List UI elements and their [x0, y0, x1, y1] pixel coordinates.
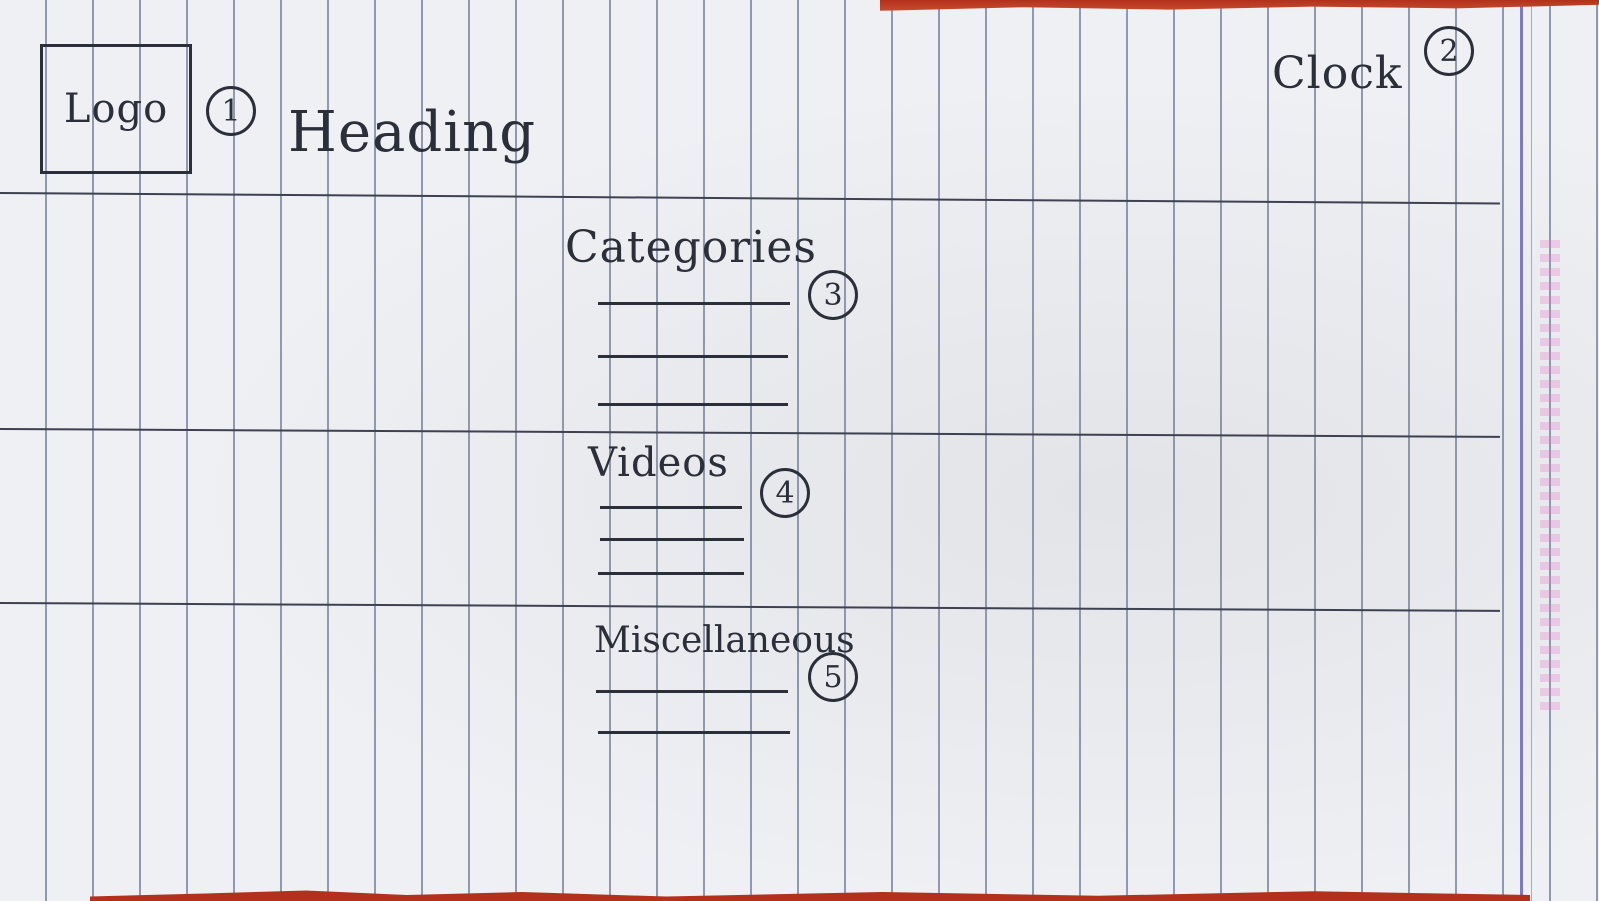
categories-title: Categories — [565, 222, 817, 273]
categories-list-item[interactable] — [598, 302, 790, 305]
annotation-badge-5: 5 — [808, 652, 858, 702]
logo-label: Logo — [63, 86, 169, 132]
videos-list-item[interactable] — [600, 506, 742, 509]
torn-edge-top — [880, 0, 1599, 11]
logo-box[interactable]: Logo — [40, 44, 192, 174]
annotation-badge-1: 1 — [206, 86, 256, 136]
page-heading: Heading — [288, 100, 537, 165]
categories-list-item[interactable] — [598, 355, 788, 358]
videos-list-item[interactable] — [600, 538, 744, 541]
torn-edge-bottom — [90, 890, 1530, 901]
clock-label: Clock — [1272, 48, 1403, 99]
annotation-badge-2: 2 — [1424, 26, 1474, 76]
videos-list-item[interactable] — [598, 572, 744, 575]
categories-list-item[interactable] — [598, 403, 788, 406]
annotation-badge-4: 4 — [760, 468, 810, 518]
miscellaneous-list-item[interactable] — [596, 690, 788, 693]
miscellaneous-list-item[interactable] — [598, 731, 790, 734]
margin-line — [1520, 0, 1523, 901]
printed-margin-text — [1540, 240, 1560, 710]
margin-line-secondary — [1531, 0, 1532, 901]
miscellaneous-title: Miscellaneous — [594, 620, 855, 661]
annotation-badge-3: 3 — [808, 270, 858, 320]
videos-title: Videos — [588, 440, 729, 486]
